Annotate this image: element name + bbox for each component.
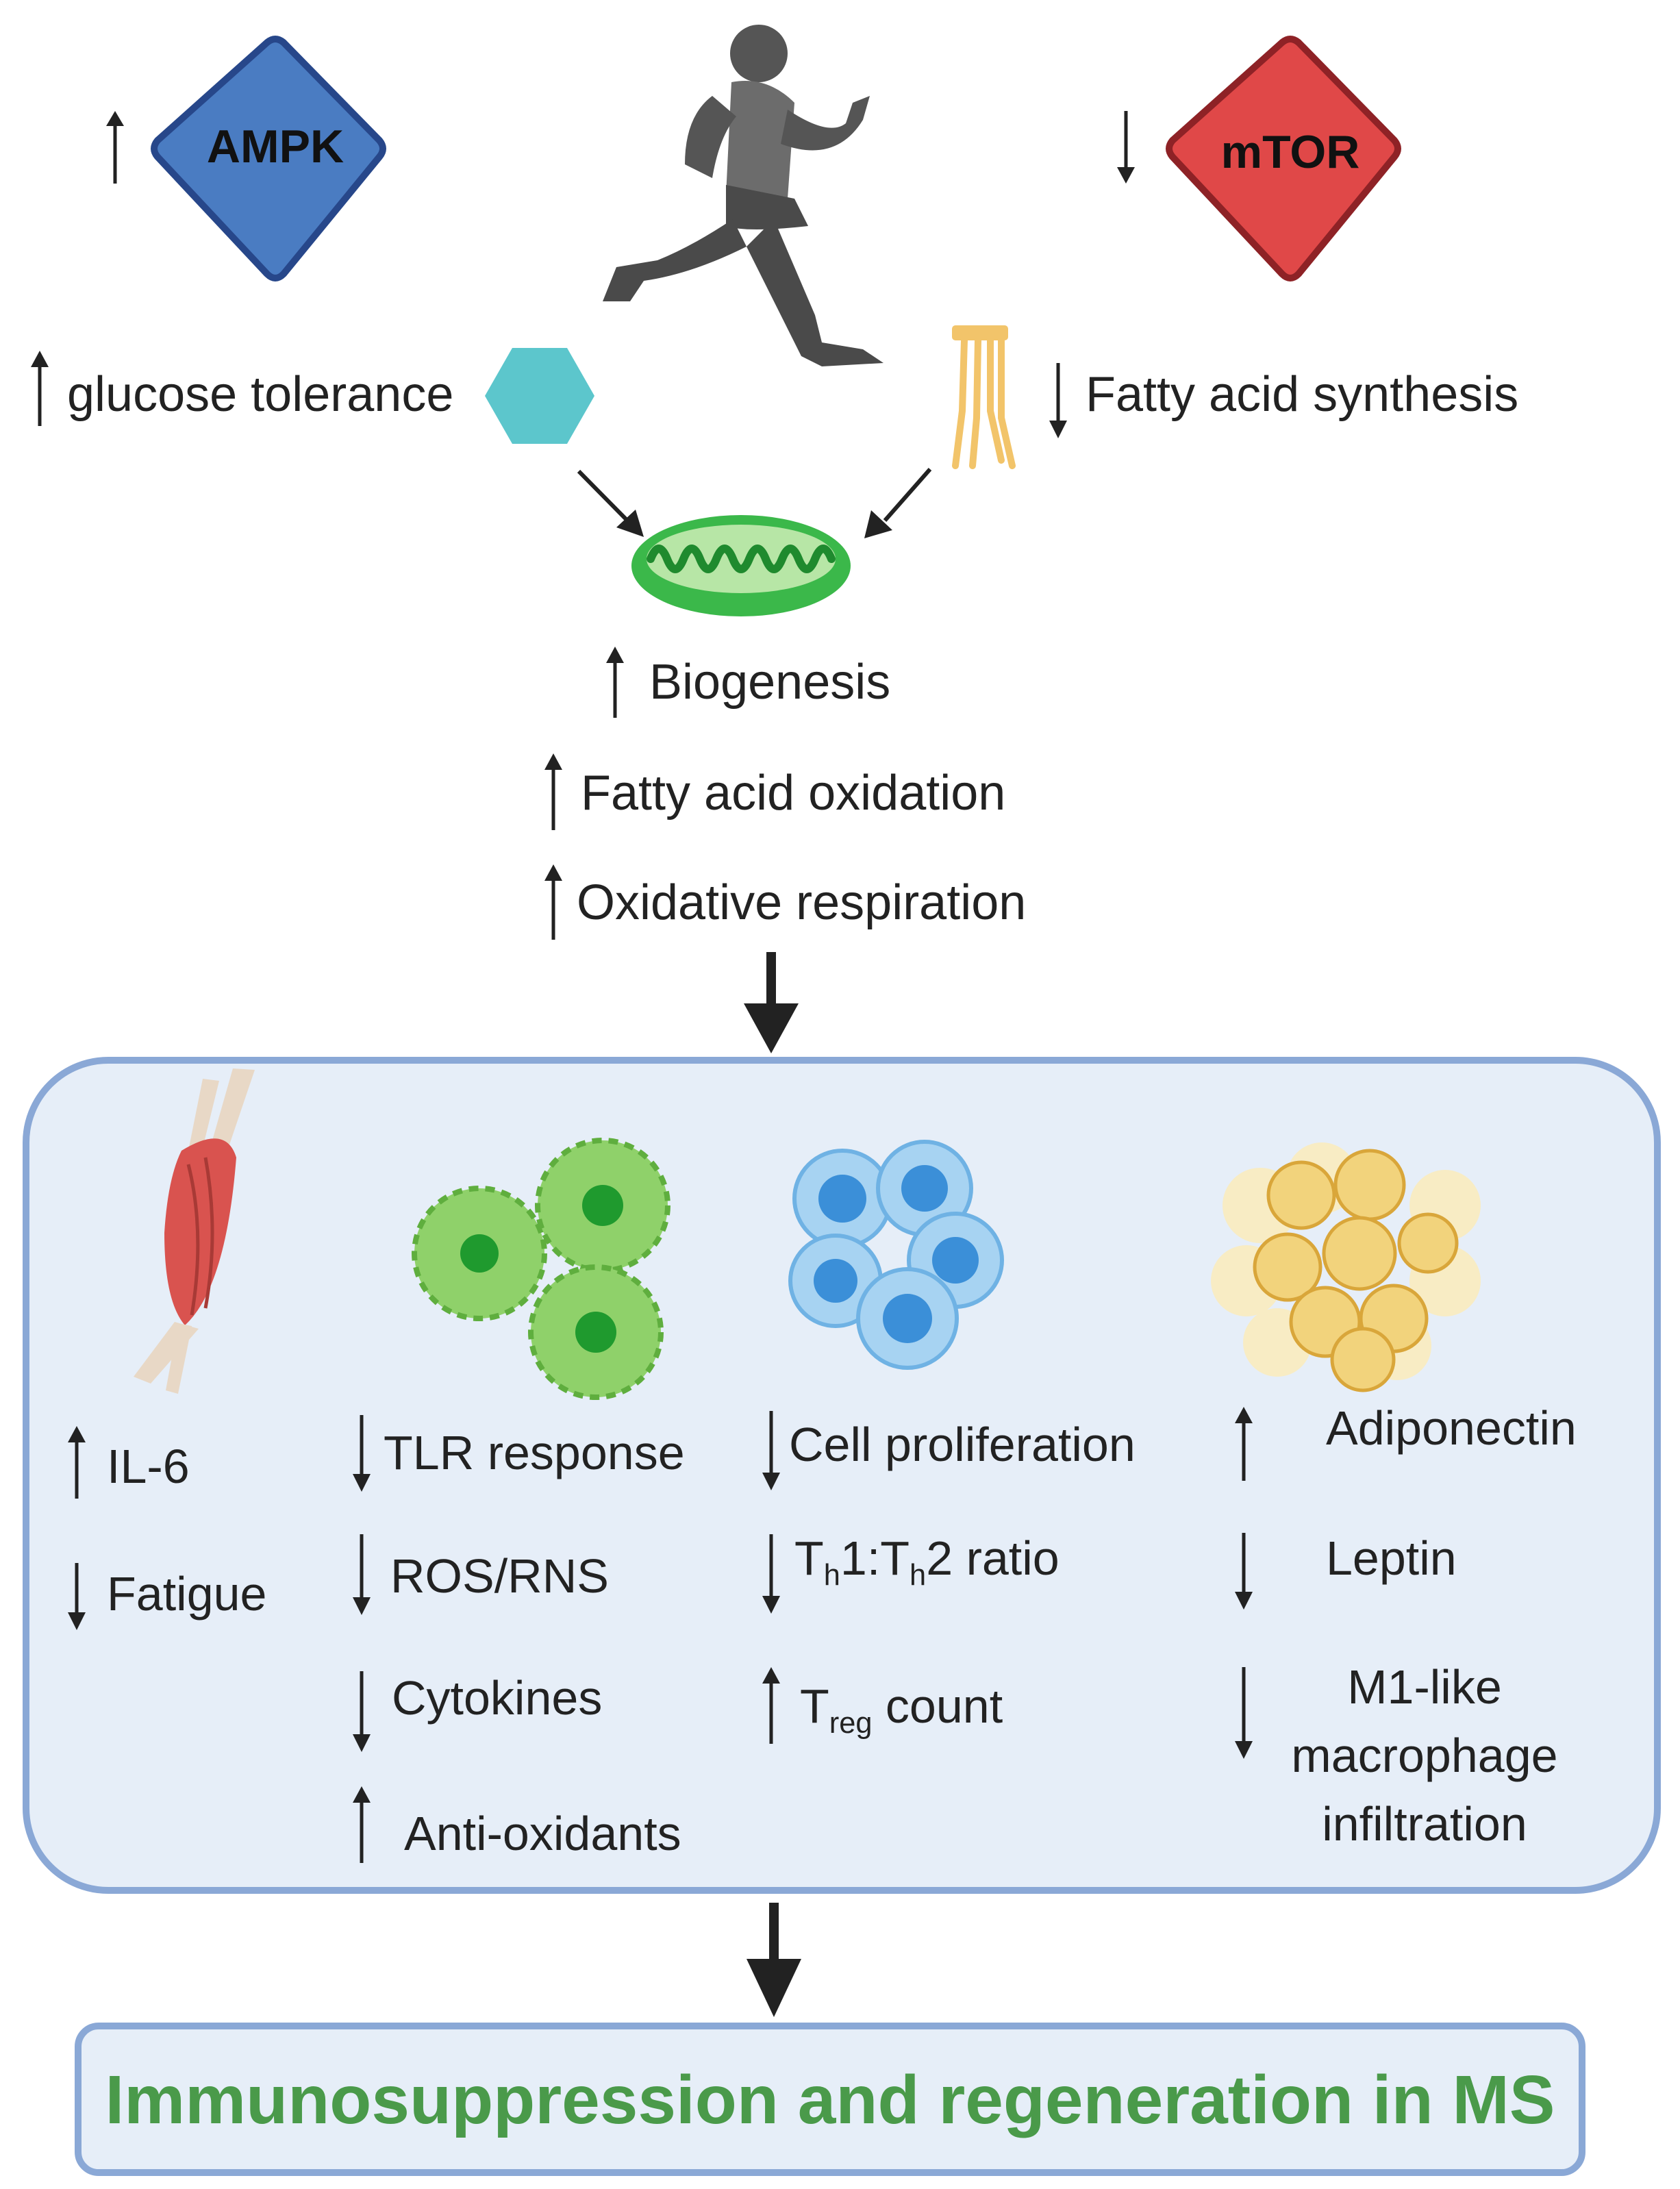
lipid-icon [952, 325, 1016, 469]
biogenesis-label: Biogenesis [649, 655, 891, 710]
ampk-label: AMPK [206, 121, 344, 173]
leptin-down-arrow [1235, 1533, 1253, 1610]
tlr-response-label: TLR response [384, 1426, 685, 1479]
mtor-diamond [1166, 36, 1401, 282]
adipocytes-icon [1211, 1142, 1481, 1392]
treg-up-arrow [762, 1667, 780, 1744]
adiponectin-label: Adiponectin [1326, 1401, 1577, 1455]
muscle-icon [134, 1068, 255, 1394]
leptin-label: Leptin [1326, 1531, 1457, 1585]
outcome-label: Immunosuppression and regeneration in MS [105, 2062, 1555, 2138]
antioxidants-up-arrow [353, 1786, 371, 1863]
il6-label: IL-6 [107, 1440, 190, 1493]
outcome-box [75, 2023, 1585, 2176]
antioxidants-label: Anti-oxidants [404, 1807, 681, 1860]
fatigue-label: Fatigue [107, 1567, 267, 1621]
glucose-tolerance-label: glucose tolerance [67, 367, 454, 422]
fatty-oxidation-label: Fatty acid oxidation [581, 766, 1006, 821]
mitochondrion-icon [631, 515, 851, 616]
m1-down-arrow [1235, 1667, 1253, 1759]
biogenesis-up-arrow [606, 647, 624, 718]
mtor-label: mTOR [1220, 126, 1360, 178]
to-outcome-arrow [747, 1903, 801, 2017]
m1-macrophage-label-line1: M1-like [1347, 1660, 1502, 1714]
macrophage-cells-icon [412, 1138, 670, 1400]
th-ratio-down-arrow [762, 1534, 780, 1614]
mtor-down-arrow [1117, 111, 1135, 184]
lymphocyte-cells-icon [788, 1140, 1004, 1370]
fatty-synthesis-down-arrow [1049, 363, 1067, 438]
glucose-hexagon-icon [485, 348, 594, 444]
proliferation-down-arrow [762, 1411, 780, 1490]
cytokines-down-arrow [353, 1671, 371, 1752]
fatty-oxidation-up-arrow [544, 753, 562, 830]
il6-up-arrow [68, 1426, 86, 1499]
oxidative-respiration-up-arrow [544, 864, 562, 940]
glucose-up-arrow [31, 351, 49, 426]
adiponectin-up-arrow [1235, 1407, 1253, 1481]
fatty-synthesis-label: Fatty acid synthesis [1086, 367, 1519, 422]
to-panel-arrow [744, 952, 799, 1053]
tlr-down-arrow [353, 1415, 371, 1492]
treg-count-label: Treg count [800, 1679, 1003, 1740]
cytokines-label: Cytokines [392, 1671, 603, 1725]
ampk-up-arrow [106, 111, 124, 184]
lipid-to-mito-arrow [864, 468, 932, 538]
runner-icon [603, 25, 883, 366]
fatigue-down-arrow [68, 1563, 86, 1630]
ros-down-arrow [353, 1534, 371, 1615]
th1-th2-ratio-label: Th1:Th2 ratio [794, 1531, 1060, 1592]
oxidative-respiration-label: Oxidative respiration [577, 875, 1027, 930]
ampk-diamond [151, 36, 386, 282]
ros-rns-label: ROS/RNS [390, 1549, 609, 1603]
m1-macrophage-label-line3: infiltration [1322, 1797, 1527, 1851]
glucose-to-mito-arrow [577, 469, 644, 537]
cell-proliferation-label: Cell proliferation [789, 1418, 1136, 1471]
m1-macrophage-label-line2: macrophage [1291, 1729, 1558, 1782]
